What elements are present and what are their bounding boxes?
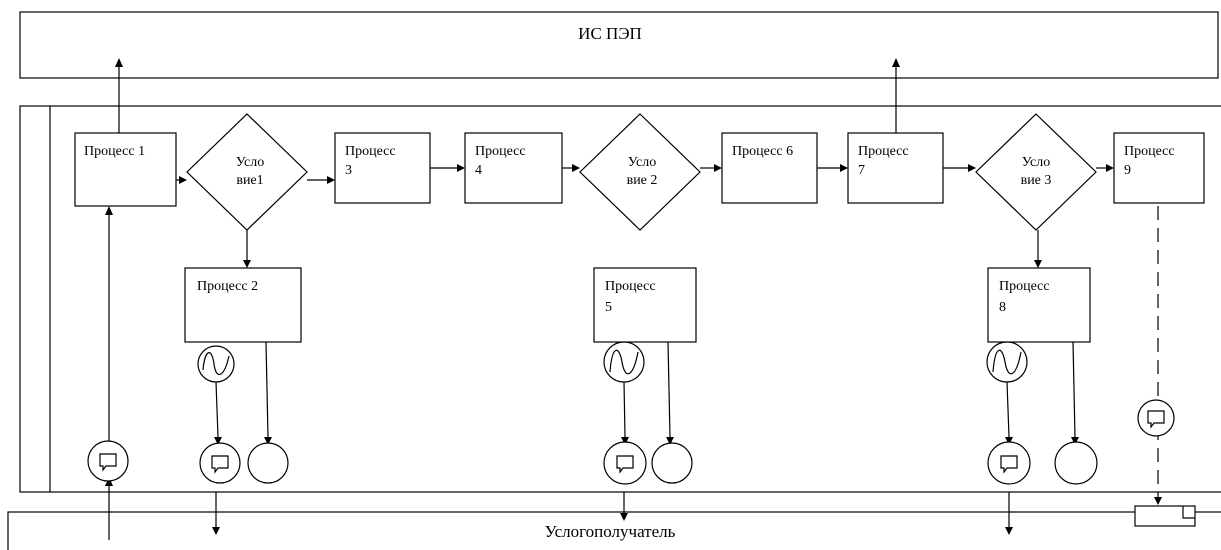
process-3-label-line2: 3 xyxy=(345,163,352,178)
process-8-label-line2: 8 xyxy=(999,300,1006,315)
lane-service-recipient-title: Услогополучатель xyxy=(545,522,676,541)
message-icon xyxy=(987,441,1031,485)
arrowhead xyxy=(243,260,251,268)
message-icon xyxy=(603,441,647,485)
arrowhead xyxy=(1154,497,1162,505)
condition-2-label-line2: вие 2 xyxy=(627,173,658,188)
arrowhead xyxy=(457,164,465,172)
message-icon xyxy=(199,442,241,484)
condition-3[interactable]: Усло вие 3 xyxy=(975,113,1097,231)
arrowhead xyxy=(1106,164,1114,172)
end-event-circle xyxy=(1054,441,1098,485)
process-1[interactable]: Процесс 1 xyxy=(74,132,177,207)
process-2-label: Процесс 2 xyxy=(197,279,258,294)
process-4[interactable]: Процесс 4 xyxy=(464,132,563,204)
process-4-label-line1: Процесс xyxy=(475,144,526,159)
arrowhead xyxy=(179,176,187,184)
message-icon xyxy=(1137,399,1175,437)
wave-timer-icon xyxy=(197,345,235,383)
svg-text:Процесс 6: Процесс 6 xyxy=(732,144,793,159)
process-4-label-line2: 4 xyxy=(475,163,482,178)
connectors xyxy=(105,58,1162,540)
condition-1-label-line2: вие1 xyxy=(236,173,263,188)
condition-1-label-line1: Усло xyxy=(236,155,264,170)
arrowhead xyxy=(327,176,335,184)
lane-service-recipient: Услогополучатель xyxy=(7,511,1221,550)
arrowhead xyxy=(1005,527,1013,535)
process-6[interactable]: Процесс 6 xyxy=(721,132,818,204)
arrowhead xyxy=(1071,437,1079,445)
svg-text:Процесс 1: Процесс 1 xyxy=(84,144,145,159)
process-5-label-line1: Процесс xyxy=(605,279,656,294)
process-5-label-line2: 5 xyxy=(605,300,612,315)
process-8-label-line1: Процесс xyxy=(999,279,1050,294)
process-8[interactable]: Процесс 8 xyxy=(987,267,1091,343)
condition-2[interactable]: Усло вие 2 xyxy=(579,113,701,231)
wave-timer-icon xyxy=(986,341,1028,383)
lane-is-pep-title: ИС ПЭП xyxy=(578,24,642,43)
process-7-label-line2: 7 xyxy=(858,163,865,178)
arrowhead xyxy=(572,164,580,172)
process-9[interactable]: Процесс 9 xyxy=(1113,132,1205,204)
arrowhead xyxy=(214,437,222,445)
process-2[interactable]: Процесс 2 xyxy=(184,267,302,343)
arrowhead xyxy=(968,164,976,172)
process-1-label: Процесс 1 xyxy=(84,144,145,159)
arrowhead xyxy=(212,527,220,535)
process-7-label-line1: Процесс xyxy=(858,144,909,159)
message-icon xyxy=(87,440,129,482)
process-9-label-line2: 9 xyxy=(1124,163,1131,178)
wave-timer-icon xyxy=(603,341,645,383)
end-event-circle xyxy=(651,442,693,484)
arrowhead xyxy=(621,437,629,445)
condition-3-label-line1: Усло xyxy=(1022,155,1050,170)
document-icon xyxy=(1134,505,1196,527)
process-5[interactable]: Процесс 5 xyxy=(593,267,697,343)
arrowhead xyxy=(1034,260,1042,268)
end-event-circle xyxy=(247,442,289,484)
arrowhead xyxy=(892,58,900,67)
arrowhead xyxy=(666,437,674,445)
arrowhead xyxy=(115,58,123,67)
arrowhead xyxy=(1005,437,1013,445)
process-6-label: Процесс 6 xyxy=(732,144,793,159)
process-3-label-line1: Процесс xyxy=(345,144,396,159)
process-7[interactable]: Процесс 7 xyxy=(847,132,944,204)
arrowhead xyxy=(264,437,272,445)
process-9-label-line1: Процесс xyxy=(1124,144,1175,159)
svg-text:Процесс 2: Процесс 2 xyxy=(197,279,258,294)
process-3[interactable]: Процесс 3 xyxy=(334,132,431,204)
arrowhead xyxy=(714,164,722,172)
condition-2-label-line1: Усло xyxy=(628,155,656,170)
arrowhead xyxy=(840,164,848,172)
lane-is-pep: ИС ПЭП xyxy=(19,11,1219,79)
condition-3-label-line2: вие 3 xyxy=(1021,173,1052,188)
arrowhead xyxy=(105,206,113,215)
arrowhead xyxy=(620,513,628,521)
